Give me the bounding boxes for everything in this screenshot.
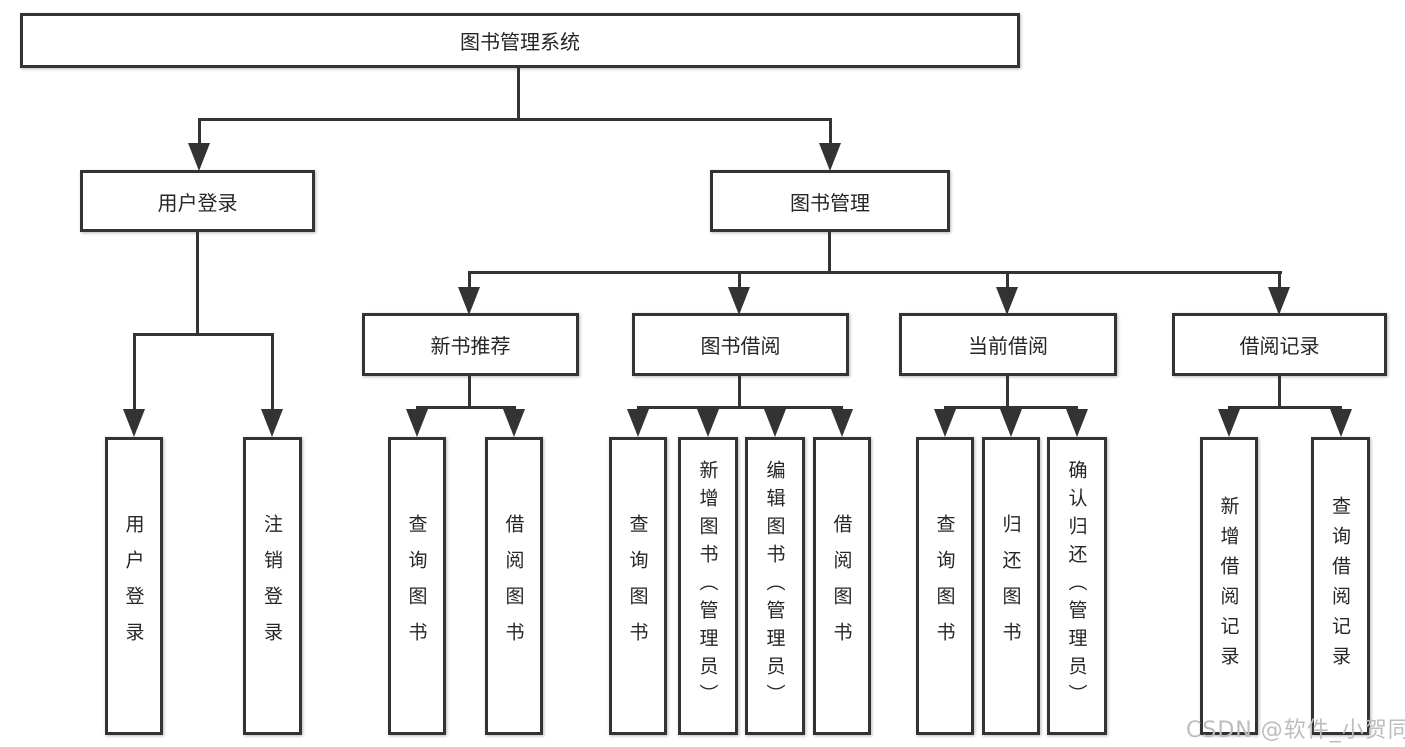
connector-stem-login-leaf (133, 333, 136, 409)
leaf-borrow-books-borrowing: 借阅图书 (813, 437, 871, 735)
connector-stem-new-books (468, 271, 471, 289)
connector-stem-book-mgmt (829, 118, 832, 144)
leaf-query-books-recommend: 查询图书 (388, 437, 446, 735)
connector-level2-branch (198, 118, 832, 121)
node-book-management: 图书管理 (710, 170, 950, 232)
arrow-down-login-leaf-icon (123, 409, 145, 437)
arrow-down-g4-leaf2-icon (1000, 409, 1022, 437)
arrow-down-g3-leaf4-icon (831, 409, 853, 437)
node-user-login: 用户登录 (80, 170, 315, 232)
leaf-logout: 注销登录 (243, 437, 302, 735)
arrow-down-new-books-icon (458, 287, 480, 315)
arrow-down-user-login-icon (188, 143, 210, 171)
connector-stem-logout-leaf (271, 333, 274, 409)
arrow-down-book-mgmt-icon (819, 143, 841, 171)
arrow-down-g5-leaf2-icon (1330, 409, 1352, 437)
node-new-book-recommend: 新书推荐 (362, 313, 579, 376)
leaf-add-borrow-record: 新增借阅记录 (1200, 437, 1258, 735)
node-current-borrowing: 当前借阅 (899, 313, 1117, 376)
connector-stem-book-borrow (738, 271, 741, 289)
leaf-borrow-books-recommend: 借阅图书 (485, 437, 543, 735)
connector-book-borrow-vertical (738, 376, 741, 408)
connector-book-mgmt-vertical (828, 232, 831, 273)
leaf-query-books-borrowing: 查询图书 (609, 437, 667, 735)
node-book-borrowing: 图书借阅 (632, 313, 849, 376)
leaf-user-login: 用户登录 (105, 437, 163, 735)
connector-stem-user-login (198, 118, 201, 144)
leaf-add-books-admin: 新增图书（管理员） (678, 437, 738, 735)
connector-stem-current-borrow (1006, 271, 1009, 289)
connector-book-borrow-branch (637, 406, 843, 409)
arrow-down-g4-leaf1-icon (934, 409, 956, 437)
arrow-down-current-borrow-icon (996, 287, 1018, 315)
connector-user-login-vertical (196, 232, 199, 335)
connector-root-vertical (517, 68, 520, 120)
arrow-down-logout-leaf-icon (261, 409, 283, 437)
node-borrowing-records: 借阅记录 (1172, 313, 1387, 376)
leaf-confirm-return-admin: 确认归还（管理员） (1047, 437, 1107, 735)
csdn-watermark: CSDN @软件_小贺同学 (1186, 718, 1405, 743)
arrow-down-borrow-records-icon (1268, 287, 1290, 315)
arrow-down-g5-leaf1-icon (1218, 409, 1240, 437)
connector-current-borrow-vertical (1006, 376, 1009, 408)
connector-current-borrow-branch (944, 406, 1078, 409)
leaf-edit-books-admin: 编辑图书（管理员） (745, 437, 805, 735)
leaf-return-books: 归还图书 (982, 437, 1040, 735)
connector-stem-borrow-records (1278, 271, 1281, 289)
leaf-query-borrow-record: 查询借阅记录 (1311, 437, 1370, 735)
arrow-down-g4-leaf3-icon (1066, 409, 1088, 437)
connector-new-books-branch (416, 406, 516, 409)
connector-borrow-records-branch (1228, 406, 1342, 409)
connector-level3-branch (469, 271, 1282, 274)
arrow-down-book-borrow-icon (728, 287, 750, 315)
leaf-query-books-current: 查询图书 (916, 437, 974, 735)
arrow-down-g3-leaf1-icon (627, 409, 649, 437)
node-root-library-system: 图书管理系统 (20, 13, 1020, 68)
arrow-down-g3-leaf3-icon (764, 409, 786, 437)
arrow-down-g3-leaf2-icon (697, 409, 719, 437)
connector-user-login-branch (133, 333, 273, 336)
connector-borrow-records-vertical (1278, 376, 1281, 408)
connector-new-books-vertical (468, 376, 471, 408)
arrow-down-g2-leaf1-icon (406, 409, 428, 437)
arrow-down-g2-leaf2-icon (503, 409, 525, 437)
